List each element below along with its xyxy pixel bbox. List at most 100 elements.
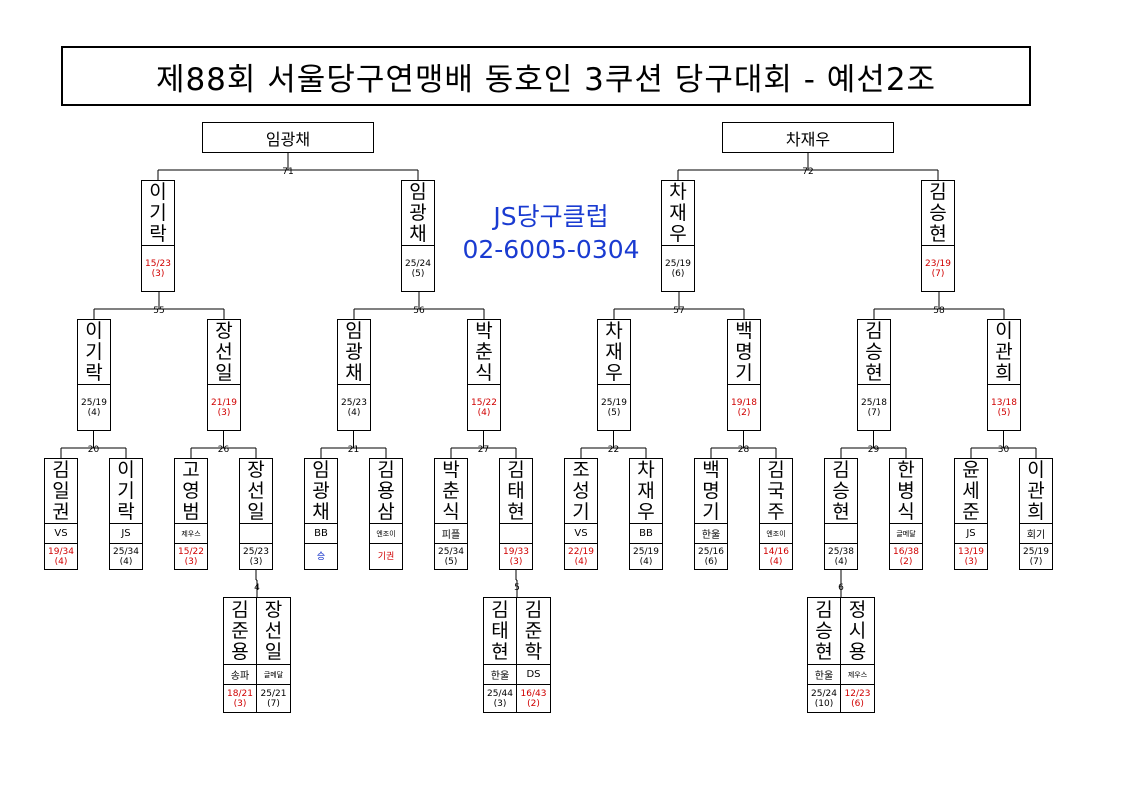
score-value: 19/18 — [731, 397, 757, 408]
innings-value: (7) — [267, 698, 280, 709]
match-number: 30 — [997, 445, 1010, 455]
match-number: 22 — [607, 445, 620, 455]
score-value: 25/38 — [828, 546, 854, 557]
innings-value: (4) — [574, 556, 588, 567]
score-value: 25/24 — [405, 258, 431, 269]
player-club: JS — [955, 524, 987, 544]
score-value: 25/16 — [698, 546, 724, 557]
player-club: 글메달 — [890, 524, 922, 544]
innings-value: (3) — [151, 268, 165, 279]
innings-value: (6) — [704, 556, 718, 567]
player-score: 25/16(6) — [695, 544, 727, 569]
player-score: 22/19(4) — [565, 544, 597, 569]
player-score: 16/38(2) — [890, 544, 922, 569]
player-score: 13/19(3) — [955, 544, 987, 569]
player-club: 엔조이 — [370, 524, 402, 544]
player-score: 19/33(3) — [500, 544, 532, 569]
innings-value: (7) — [1029, 556, 1043, 567]
innings-value: (4) — [54, 556, 68, 567]
match-number: 20 — [87, 445, 100, 455]
player-club — [825, 524, 857, 544]
score-value: 25/19 — [81, 397, 107, 408]
score-value: 15/22 — [471, 397, 497, 408]
player-score: 25/21(7) — [257, 685, 290, 712]
innings-value: (3) — [964, 556, 978, 567]
player-score: 16/43(2) — [517, 685, 550, 712]
innings-value: (5) — [444, 556, 458, 567]
group-winner: 임광채 — [202, 122, 374, 153]
club-phone: 02-6005-0304 — [462, 235, 640, 264]
match-number: 6 — [838, 583, 844, 593]
player-score: 25/23(3) — [240, 544, 272, 569]
player-score: 25/38(4) — [825, 544, 857, 569]
score-value: 25/19 — [665, 258, 691, 269]
club-banner: JS당구클럽 02-6005-0304 — [446, 200, 656, 266]
player-score: 25/34(5) — [435, 544, 467, 569]
innings-value: (5) — [607, 407, 621, 418]
innings-value: (4) — [347, 407, 361, 418]
match-number: 29 — [867, 445, 880, 455]
player-score: 25/19(6) — [662, 246, 694, 291]
player-score: 18/21(3) — [224, 685, 256, 712]
score-value: 25/19 — [601, 397, 627, 408]
score-value: 25/23 — [243, 546, 269, 557]
player-score: 25/19(4) — [78, 385, 110, 430]
match-number: 5 — [514, 583, 520, 593]
player-club: 한울 — [808, 665, 840, 685]
player-club: DS — [517, 665, 550, 685]
innings-value: (4) — [87, 407, 101, 418]
player-club — [240, 524, 272, 544]
player-score: 25/23(4) — [338, 385, 370, 430]
player-score: 21/19(3) — [208, 385, 240, 430]
match-number: 57 — [673, 306, 685, 316]
player-score: 25/19(4) — [630, 544, 662, 569]
player-score: 기권 — [370, 544, 402, 569]
score-value: 15/23 — [145, 258, 171, 269]
match-number: 72 — [802, 167, 814, 177]
player-score: 19/34(4) — [45, 544, 77, 569]
player-score: 승 — [305, 544, 337, 569]
player-club: 글메달 — [257, 665, 290, 685]
group-winner: 차재우 — [722, 122, 894, 153]
match-number: 21 — [347, 445, 360, 455]
score-value: 25/24 — [811, 688, 837, 699]
innings-value: (4) — [639, 556, 653, 567]
score-value: 23/19 — [925, 258, 951, 269]
innings-value: (5) — [997, 407, 1011, 418]
innings-value: (3) — [233, 698, 247, 709]
player-club: 한울 — [695, 524, 727, 544]
player-score: 25/19(7) — [1020, 544, 1052, 569]
player-score: 14/16(4) — [760, 544, 792, 569]
